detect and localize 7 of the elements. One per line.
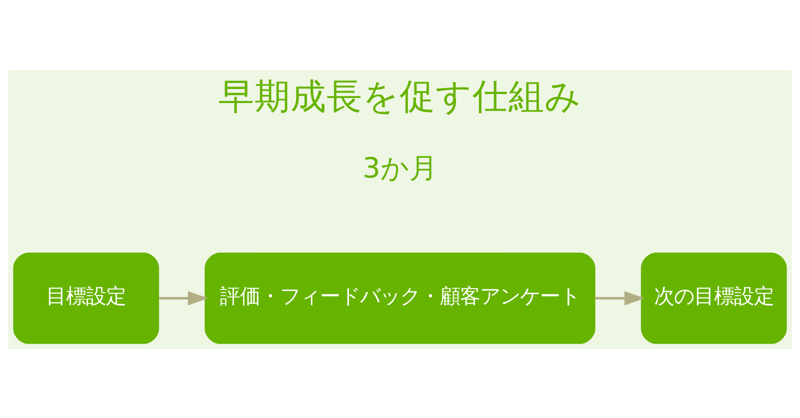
arrow [595,290,645,305]
label: 3か月 [362,150,438,184]
node-box: 評価・フィードバック・顧客アンケート [204,252,596,344]
arrow [159,290,208,305]
diagram-title: 早期成長を促す仕組み [218,76,582,118]
node-box: 目標設定 [13,252,160,344]
node-box: 次の目標設定 [640,252,787,344]
